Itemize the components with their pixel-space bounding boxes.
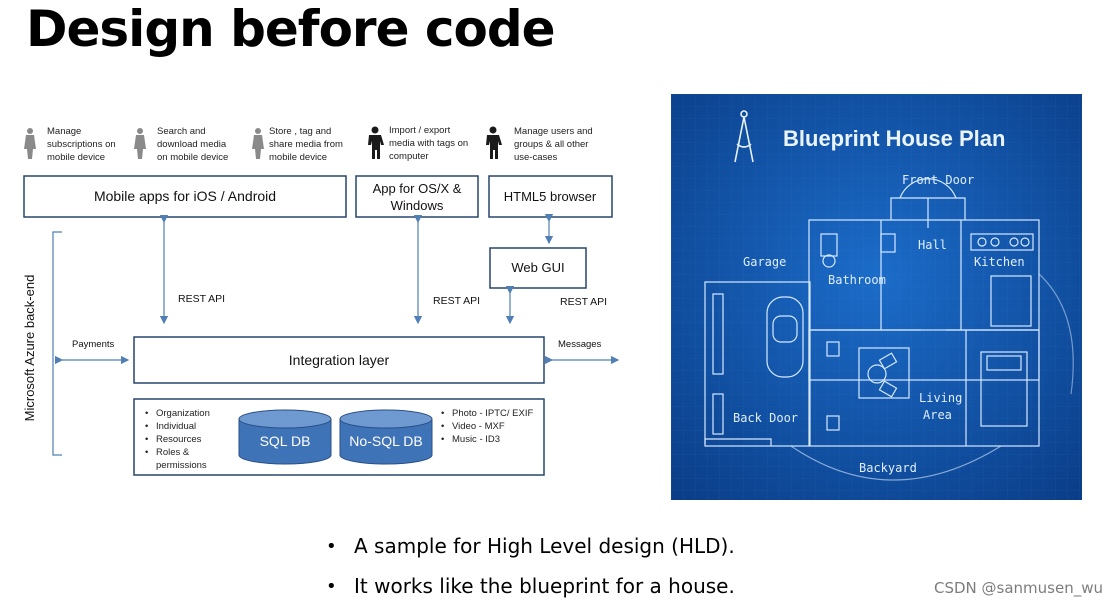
user-caption-line: mobile device [47,152,105,163]
compass-icon [734,110,754,163]
app-osx-box [355,175,479,218]
room-label: Bathroom [828,273,886,287]
user-caption-line: Manage [47,126,81,137]
user-caption-line: computer [389,151,429,162]
list-item: Resources [156,434,202,445]
mobile-apps-label: Mobile apps for iOS / Android [94,188,276,204]
webgui-label: Web GUI [511,260,564,275]
list-item: Video - MXF [452,421,505,432]
integration-layer-box [133,336,545,384]
rest-api-label: REST API [433,295,480,307]
user-male-icon [368,126,384,159]
floor-plan [704,178,1074,481]
page-title: Design before code [26,0,556,58]
list-item: Music - ID3 [452,434,500,445]
rest-api-label: REST API [178,293,225,305]
user-caption-line: Import / export [389,125,451,136]
integration-layer-label: Integration layer [289,352,390,368]
list-item: Organization [156,408,210,419]
user-caption-line: mobile device [269,152,327,163]
user-caption-line: Manage users and [514,126,593,137]
payments-label: Payments [72,339,114,350]
backend-bracket [52,231,62,456]
nosql-db-icon [339,409,433,465]
user-caption-line: share media from [269,139,343,150]
list-item: Roles & [156,447,190,458]
list-item: • [441,421,444,432]
data-layer-box [133,398,545,476]
list-item: • [145,447,148,458]
user-caption-line: Search and [157,126,206,137]
room-label: Garage [743,255,786,269]
user-caption-line: download media [157,139,227,150]
room-label: Area [923,408,952,422]
room-label: Hall [918,238,947,252]
blueprint-image: Blueprint House Plan Front Door Hall Gar… [671,94,1082,500]
list-item: • [145,421,148,432]
list-item: • [441,408,444,419]
blueprint-title: Blueprint House Plan [783,126,1005,151]
sql-db-icon [238,409,332,465]
user-caption-line: Store , tag and [269,126,331,137]
user-female-icon [24,128,36,159]
webgui-box [489,247,587,289]
list-item: • [145,408,148,419]
list-item: Photo - IPTC/ EXIF [452,408,533,419]
list-item: • [145,434,148,445]
watermark: CSDN @sanmusen_wu [934,579,1103,597]
room-label: Living [919,391,962,405]
bullet-icon: • [326,535,337,557]
user-caption-line: use-cases [514,152,558,163]
room-label: Front Door [902,173,974,187]
list-item: permissions [156,460,207,471]
user-caption-line: media with tags on [389,138,468,149]
app-osx-label: App for OS/X & [373,181,462,196]
html5-browser-label: HTML5 browser [504,189,597,204]
backend-label: Microsoft Azure back-end [22,275,37,422]
room-label: Backyard [859,461,917,475]
bullet-list: • A sample for High Level design (HLD). … [326,526,735,606]
architecture-diagram: Manage subscriptions on mobile device Se… [22,125,620,476]
bullet-icon: • [326,575,337,597]
user-female-icon [134,128,146,159]
app-osx-label: Windows [391,198,444,213]
rest-api-label: REST API [560,296,607,308]
user-caption-line: on mobile device [157,152,228,163]
mobile-apps-box [23,175,347,218]
list-item: • It works like the blueprint for a hous… [326,566,735,606]
user-female-icon [252,128,264,159]
room-label: Kitchen [974,255,1025,269]
room-label: Back Door [733,411,798,425]
user-caption-line: subscriptions on [47,139,116,150]
user-caption-line: groups & all other [514,139,588,150]
list-item: Individual [156,421,196,432]
bullet-text: It works like the blueprint for a house. [354,574,735,598]
nosql-db-label: No-SQL DB [349,433,422,449]
messages-label: Messages [558,339,602,350]
list-item: • [441,434,444,445]
html5-browser-box [488,175,613,218]
list-item: • A sample for High Level design (HLD). [326,526,735,566]
user-male-icon [486,126,502,159]
sql-db-label: SQL DB [260,433,311,449]
bullet-text: A sample for High Level design (HLD). [354,534,735,558]
